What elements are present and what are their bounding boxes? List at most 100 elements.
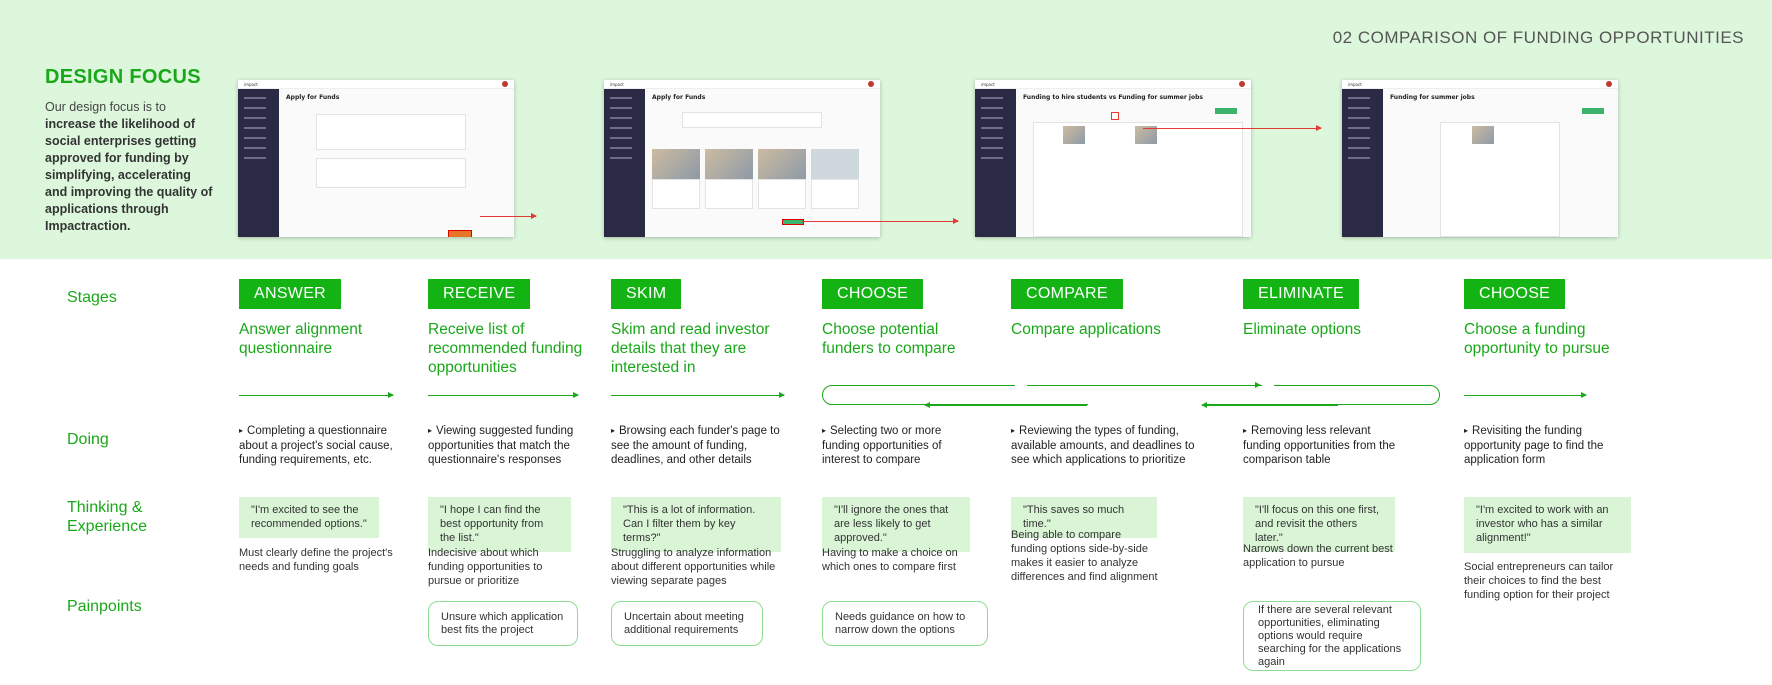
stage-badge-compare: COMPARE bbox=[1011, 279, 1123, 309]
questionnaire-card bbox=[316, 114, 466, 150]
screen-title: Funding for summer jobs bbox=[1390, 94, 1475, 101]
doing-text: Removing less relevant funding opportuni… bbox=[1243, 424, 1403, 467]
stage-title: Choose a funding opportunity to pursue bbox=[1464, 321, 1610, 357]
loop-gap bbox=[1088, 402, 1204, 408]
questionnaire-card bbox=[316, 158, 466, 188]
funder-image bbox=[1063, 126, 1085, 144]
thinking-text: Narrows down the current best applicatio… bbox=[1243, 543, 1393, 569]
app-sidebar bbox=[975, 89, 1016, 237]
avatar bbox=[868, 81, 874, 87]
row-label-thinking: Thinking & Experience bbox=[67, 499, 148, 535]
screen-title: Apply for Funds bbox=[286, 94, 340, 101]
app-topbar: impact bbox=[975, 80, 1251, 89]
row-label-doing: Doing bbox=[67, 431, 109, 448]
stage-arrow bbox=[239, 392, 394, 398]
funding-image bbox=[758, 149, 806, 179]
funding-card bbox=[652, 179, 700, 209]
design-focus-intro: Our design focus is to bbox=[45, 100, 166, 114]
thinking-text: Having to make a choice on which ones to… bbox=[822, 547, 958, 573]
thinking-text: Struggling to analyze information about … bbox=[611, 547, 776, 587]
search-card bbox=[682, 112, 822, 128]
doing-text: Reviewing the types of funding, availabl… bbox=[1011, 424, 1207, 467]
doing-text: Browsing each funder's page to see the a… bbox=[611, 424, 789, 467]
flow-arrow bbox=[480, 213, 537, 219]
stage-title: Eliminate options bbox=[1243, 321, 1362, 338]
painpoint-box: Needs guidance on how to narrow down the… bbox=[822, 601, 988, 646]
doing-text: Selecting two or more funding opportunit… bbox=[822, 424, 972, 467]
thinking-text: Must clearly define the project's needs … bbox=[239, 547, 393, 573]
quote-box: "I'm excited to see the recommended opti… bbox=[239, 497, 379, 538]
stage-badge-eliminate: ELIMINATE bbox=[1243, 279, 1359, 309]
painpoint-box: If there are several relevant opportunit… bbox=[1243, 601, 1421, 671]
screenshot-single-option: impact Funding for summer jobs bbox=[1342, 80, 1618, 237]
funding-card bbox=[758, 179, 806, 209]
screen-title: Funding to hire students vs Funding for … bbox=[1023, 94, 1203, 101]
loop-gap bbox=[1015, 382, 1027, 388]
quote-box: "This saves so much time." bbox=[1011, 497, 1157, 538]
row-label-painpoints: Painpoints bbox=[67, 598, 142, 615]
stage-arrow bbox=[428, 392, 579, 398]
funding-image bbox=[705, 149, 753, 179]
app-logo: impact bbox=[610, 82, 624, 87]
doing-text: Viewing suggested funding opportunities … bbox=[428, 424, 590, 467]
app-logo: impact bbox=[1348, 82, 1362, 87]
option-table bbox=[1440, 122, 1560, 237]
app-logo: impact bbox=[981, 82, 995, 87]
apply-button bbox=[1582, 108, 1604, 114]
loop-arrow-left bbox=[924, 402, 1087, 408]
design-focus-heading: DESIGN FOCUS bbox=[45, 66, 201, 88]
funding-image bbox=[652, 149, 700, 179]
app-topbar: impact bbox=[1342, 80, 1618, 89]
avatar bbox=[502, 81, 508, 87]
screen-title: Apply for Funds bbox=[652, 94, 706, 101]
quote-box: "I'll focus on this one first, and revis… bbox=[1243, 497, 1395, 552]
screenshot-questionnaire: impact Apply for Funds bbox=[238, 80, 514, 237]
stage-title: Choose potential funders to compare bbox=[822, 321, 956, 357]
submit-button bbox=[448, 230, 472, 237]
doing-text: Revisiting the funding opportunity page … bbox=[1464, 424, 1626, 467]
app-sidebar bbox=[1342, 89, 1383, 237]
stage-title: Compare applications bbox=[1011, 321, 1161, 338]
section-title: 02 COMPARISON OF FUNDING OPPORTUNITIES bbox=[1332, 28, 1744, 47]
apply-button bbox=[1215, 108, 1237, 114]
doing-text: Completing a questionnaire about a proje… bbox=[239, 424, 402, 467]
stage-title: Answer alignment questionnaire bbox=[239, 321, 363, 357]
design-focus-text: Our design focus is to increase the like… bbox=[45, 99, 215, 235]
stage-badge-receive: RECEIVE bbox=[428, 279, 531, 309]
loop-arrow-right bbox=[1028, 382, 1261, 388]
screenshot-recommendations: impact Apply for Funds bbox=[604, 80, 880, 237]
quote-box: "This is a lot of information. Can I fil… bbox=[611, 497, 781, 552]
flow-arrow bbox=[1143, 125, 1322, 131]
stage-badge-choose: CHOOSE bbox=[822, 279, 924, 309]
loop-arrow-left bbox=[1201, 402, 1338, 408]
stage-arrow bbox=[611, 392, 785, 398]
painpoint-box: Unsure which application best fits the p… bbox=[428, 601, 578, 646]
stage-title: Skim and read investor details that they… bbox=[611, 321, 770, 376]
quote-box: "I hope I can find the best opportunity … bbox=[428, 497, 571, 552]
app-topbar: impact bbox=[604, 80, 880, 89]
app-sidebar bbox=[604, 89, 645, 237]
quote-box: "I'll ignore the ones that are less like… bbox=[822, 497, 970, 552]
thinking-text: Being able to compare funding options si… bbox=[1011, 529, 1158, 583]
painpoint-box: Uncertain about meeting additional requi… bbox=[611, 601, 763, 646]
avatar bbox=[1239, 81, 1245, 87]
quote-box: "I'm excited to work with an investor wh… bbox=[1464, 497, 1631, 553]
funder-image bbox=[1472, 126, 1494, 144]
stage-badge-choose-final: CHOOSE bbox=[1464, 279, 1566, 309]
flow-arrow bbox=[802, 218, 959, 224]
thinking-text: Indecisive about which funding opportuni… bbox=[428, 547, 543, 587]
funding-image bbox=[811, 149, 859, 179]
app-sidebar bbox=[238, 89, 279, 237]
app-topbar: impact bbox=[238, 80, 514, 89]
stage-arrow bbox=[1464, 392, 1587, 398]
funder-image bbox=[1135, 126, 1157, 144]
app-logo: impact bbox=[244, 82, 258, 87]
avatar bbox=[1606, 81, 1612, 87]
loop-gap bbox=[1262, 382, 1274, 388]
funding-card bbox=[811, 179, 859, 209]
remove-highlight bbox=[1111, 112, 1119, 120]
stage-badge-answer: ANSWER bbox=[239, 279, 342, 309]
row-label-stages: Stages bbox=[67, 289, 117, 306]
stage-title: Receive list of recommended funding oppo… bbox=[428, 321, 583, 376]
stage-badge-skim: SKIM bbox=[611, 279, 682, 309]
